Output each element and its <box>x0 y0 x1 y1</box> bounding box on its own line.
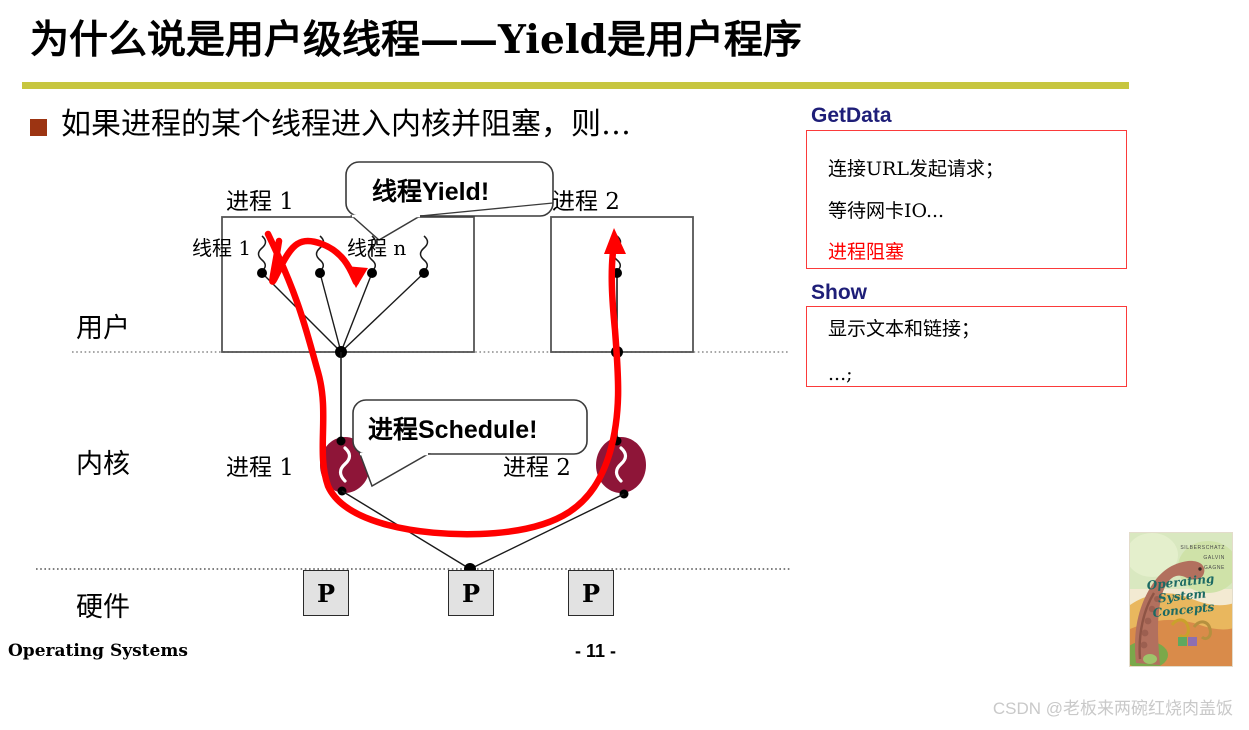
process-1-thread-dots <box>257 268 429 358</box>
footer-course-name: Operating Systems <box>8 641 188 661</box>
callout-yield-connector <box>419 202 554 217</box>
process-1-label: 进程 1 <box>226 189 294 215</box>
bullet-text: 如果进程的某个线程进入内核并阻塞，则… <box>61 107 631 142</box>
code-line-show-1: 显示文本和链接； <box>828 318 981 340</box>
thread-1-label: 线程 1 <box>192 236 252 260</box>
process-1-box <box>221 216 475 353</box>
process-2-box <box>550 216 694 353</box>
zone-label-user: 用户 <box>76 313 130 344</box>
diagram-svg <box>36 161 790 575</box>
bullet-row: 如果进程的某个线程进入内核并阻塞，则… <box>30 106 631 144</box>
cpu-box-2: P <box>448 570 494 616</box>
callout-process-schedule <box>352 399 588 488</box>
process-2-label: 进程 2 <box>552 189 620 215</box>
page-title: 为什么说是用户级线程——Yield是用户程序 <box>30 17 802 63</box>
zone-label-hardware: 硬件 <box>76 592 130 623</box>
process-schedule-red-arrowhead <box>604 228 626 254</box>
callout-process-schedule-label: 进程Schedule! <box>368 416 538 444</box>
callout-thread-yield <box>345 161 554 241</box>
callout-thread-yield-label: 线程Yield! <box>372 178 490 206</box>
code-block-header-show: Show <box>811 281 867 304</box>
textbook-author-3: GAGNE <box>1203 565 1225 571</box>
kernel-process-1-label: 进程 1 <box>226 455 294 481</box>
title-underline-rule <box>22 82 1129 89</box>
kernel-process-2-label: 进程 2 <box>503 455 571 481</box>
code-block-box-getdata <box>806 130 1127 269</box>
thread-scheduling-diagram: 线程Yield! 进程Schedule! 用户 内核 硬件 进程 1 进程 2 … <box>36 161 790 623</box>
code-line-getdata-1: 连接URL发起请求； <box>828 158 1004 180</box>
process-schedule-red-path <box>264 230 622 538</box>
textbook-author-1: SILBERSCHATZ <box>1180 545 1225 551</box>
thread-n-label: 线程 n <box>347 236 407 260</box>
footer-page-number: - 11 - <box>575 641 617 661</box>
cpu-box-1: P <box>303 570 349 616</box>
bullet-square-icon <box>30 118 47 136</box>
code-block-box-show <box>806 306 1127 387</box>
process-1-threads <box>257 235 429 353</box>
zone-label-kernel: 内核 <box>76 449 130 480</box>
thread-yield-red-arrowhead <box>345 266 368 288</box>
code-line-show-2: ...; <box>828 363 853 385</box>
textbook-cover-image: Operating System Concepts SILBERSCHATZ G… <box>1129 532 1233 667</box>
thread-yield-red-arrow <box>269 237 360 286</box>
code-block-header-getdata: GetData <box>811 104 892 127</box>
textbook-cover-art <box>1130 533 1232 666</box>
code-line-getdata-2: 等待网卡IO... <box>828 200 945 222</box>
csdn-watermark: CSDN @老板来两碗红烧肉盖饭 <box>992 699 1233 718</box>
cpu-box-3: P <box>568 570 614 616</box>
textbook-title-text: Operating System Concepts <box>1146 571 1215 621</box>
textbook-author-2: GALVIN <box>1203 555 1225 561</box>
code-line-getdata-3: 进程阻塞 <box>828 241 905 263</box>
